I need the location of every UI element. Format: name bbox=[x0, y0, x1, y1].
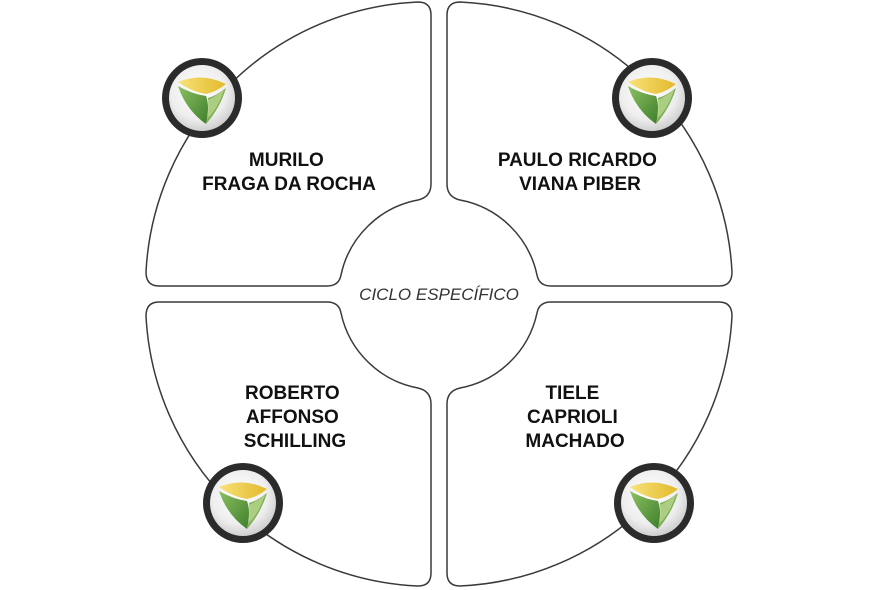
name-bottom-left: ROBERTO AFFONSO SCHILLING bbox=[244, 383, 346, 452]
name-line: ROBERTO bbox=[245, 383, 340, 404]
name-line: FRAGA DA ROCHA bbox=[202, 174, 376, 195]
quadrant-bottom-left-group: ROBERTO AFFONSO SCHILLING bbox=[203, 383, 346, 543]
name-line: MURILO bbox=[249, 150, 324, 171]
quadrant-bottom-right bbox=[446, 301, 733, 587]
badge-top-right bbox=[612, 58, 692, 138]
name-line: SCHILLING bbox=[244, 431, 346, 452]
badge-top-left bbox=[162, 58, 242, 138]
name-line: TIELE bbox=[545, 383, 599, 404]
badge-bottom-right bbox=[614, 463, 694, 543]
name-line: PAULO RICARDO bbox=[498, 150, 657, 171]
name-line: CAPRIOLI bbox=[527, 407, 618, 428]
quadrant-bottom-right-group: TIELE CAPRIOLI MACHADO bbox=[525, 383, 694, 543]
name-top-right: PAULO RICARDO VIANA PIBER bbox=[498, 150, 662, 195]
center-label: CICLO ESPECÍFICO bbox=[359, 285, 519, 304]
quadrant-shapes bbox=[145, 1, 733, 587]
quadrant-top-left bbox=[145, 1, 432, 287]
quadrant-top-left-group: MURILO FRAGA DA ROCHA bbox=[162, 58, 376, 195]
badge-bottom-left bbox=[203, 463, 283, 543]
quadrant-top-right bbox=[446, 1, 733, 287]
quadrant-bottom-left bbox=[145, 301, 432, 587]
quadrant-top-right-group: PAULO RICARDO VIANA PIBER bbox=[498, 58, 692, 195]
name-line: MACHADO bbox=[525, 431, 624, 452]
name-bottom-right: TIELE CAPRIOLI MACHADO bbox=[525, 383, 624, 452]
name-line: AFFONSO bbox=[246, 407, 339, 428]
name-top-left: MURILO FRAGA DA ROCHA bbox=[202, 150, 376, 195]
name-line: VIANA PIBER bbox=[519, 174, 641, 195]
